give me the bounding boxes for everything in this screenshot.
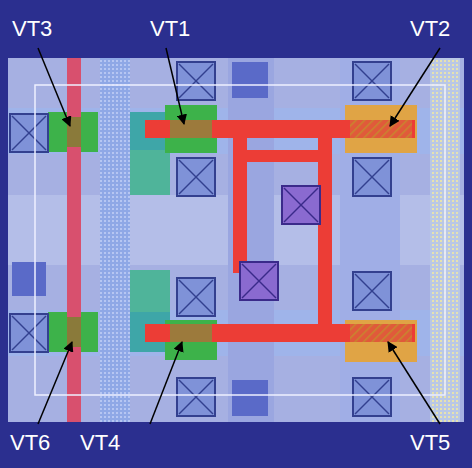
metal-column [228, 58, 274, 422]
channel [170, 120, 212, 138]
diffusion [130, 270, 170, 312]
transistor-label: VT1 [150, 16, 190, 42]
leader-arrow [390, 48, 440, 126]
n-diffusion [48, 112, 98, 152]
contact [353, 158, 391, 196]
contact [353, 62, 391, 100]
leader-arrow [38, 48, 70, 126]
channel [170, 324, 212, 342]
n-diffusion [165, 320, 217, 360]
metal-column [100, 58, 130, 422]
cell-boundary [35, 85, 445, 395]
poly-gate [145, 324, 415, 342]
poly-gate [145, 120, 415, 138]
n-diffusion [48, 312, 98, 352]
transistor-label: VT6 [10, 430, 50, 456]
n-diffusion [165, 105, 217, 153]
contact [353, 378, 391, 416]
contact [177, 278, 215, 316]
metal-pad [12, 262, 46, 296]
cell-ground [8, 58, 464, 422]
via [282, 186, 320, 224]
contact [10, 114, 48, 152]
channel [350, 324, 412, 342]
leader-arrow [388, 342, 440, 424]
leader-arrow [150, 342, 182, 424]
channel [67, 117, 81, 147]
diffusion [130, 150, 170, 195]
contact [177, 62, 215, 100]
contact [177, 158, 215, 196]
poly-gate [233, 150, 332, 162]
p-diffusion [345, 105, 417, 153]
transistor-label: VT2 [410, 16, 450, 42]
channel [350, 120, 412, 138]
contact [353, 272, 391, 310]
transistor-label: VT4 [80, 430, 120, 456]
poly-wordline [67, 58, 81, 422]
metal-pad [232, 62, 268, 98]
p-diffusion [345, 320, 417, 362]
channel [67, 317, 81, 347]
via [240, 262, 278, 300]
transistor-label: VT3 [12, 16, 52, 42]
transistor-label: VT5 [410, 430, 450, 456]
contact [177, 378, 215, 416]
contact [10, 314, 48, 352]
leader-arrow [166, 48, 184, 124]
leader-arrow [38, 342, 72, 424]
poly-gate [318, 138, 332, 328]
metal-pad [232, 380, 268, 416]
